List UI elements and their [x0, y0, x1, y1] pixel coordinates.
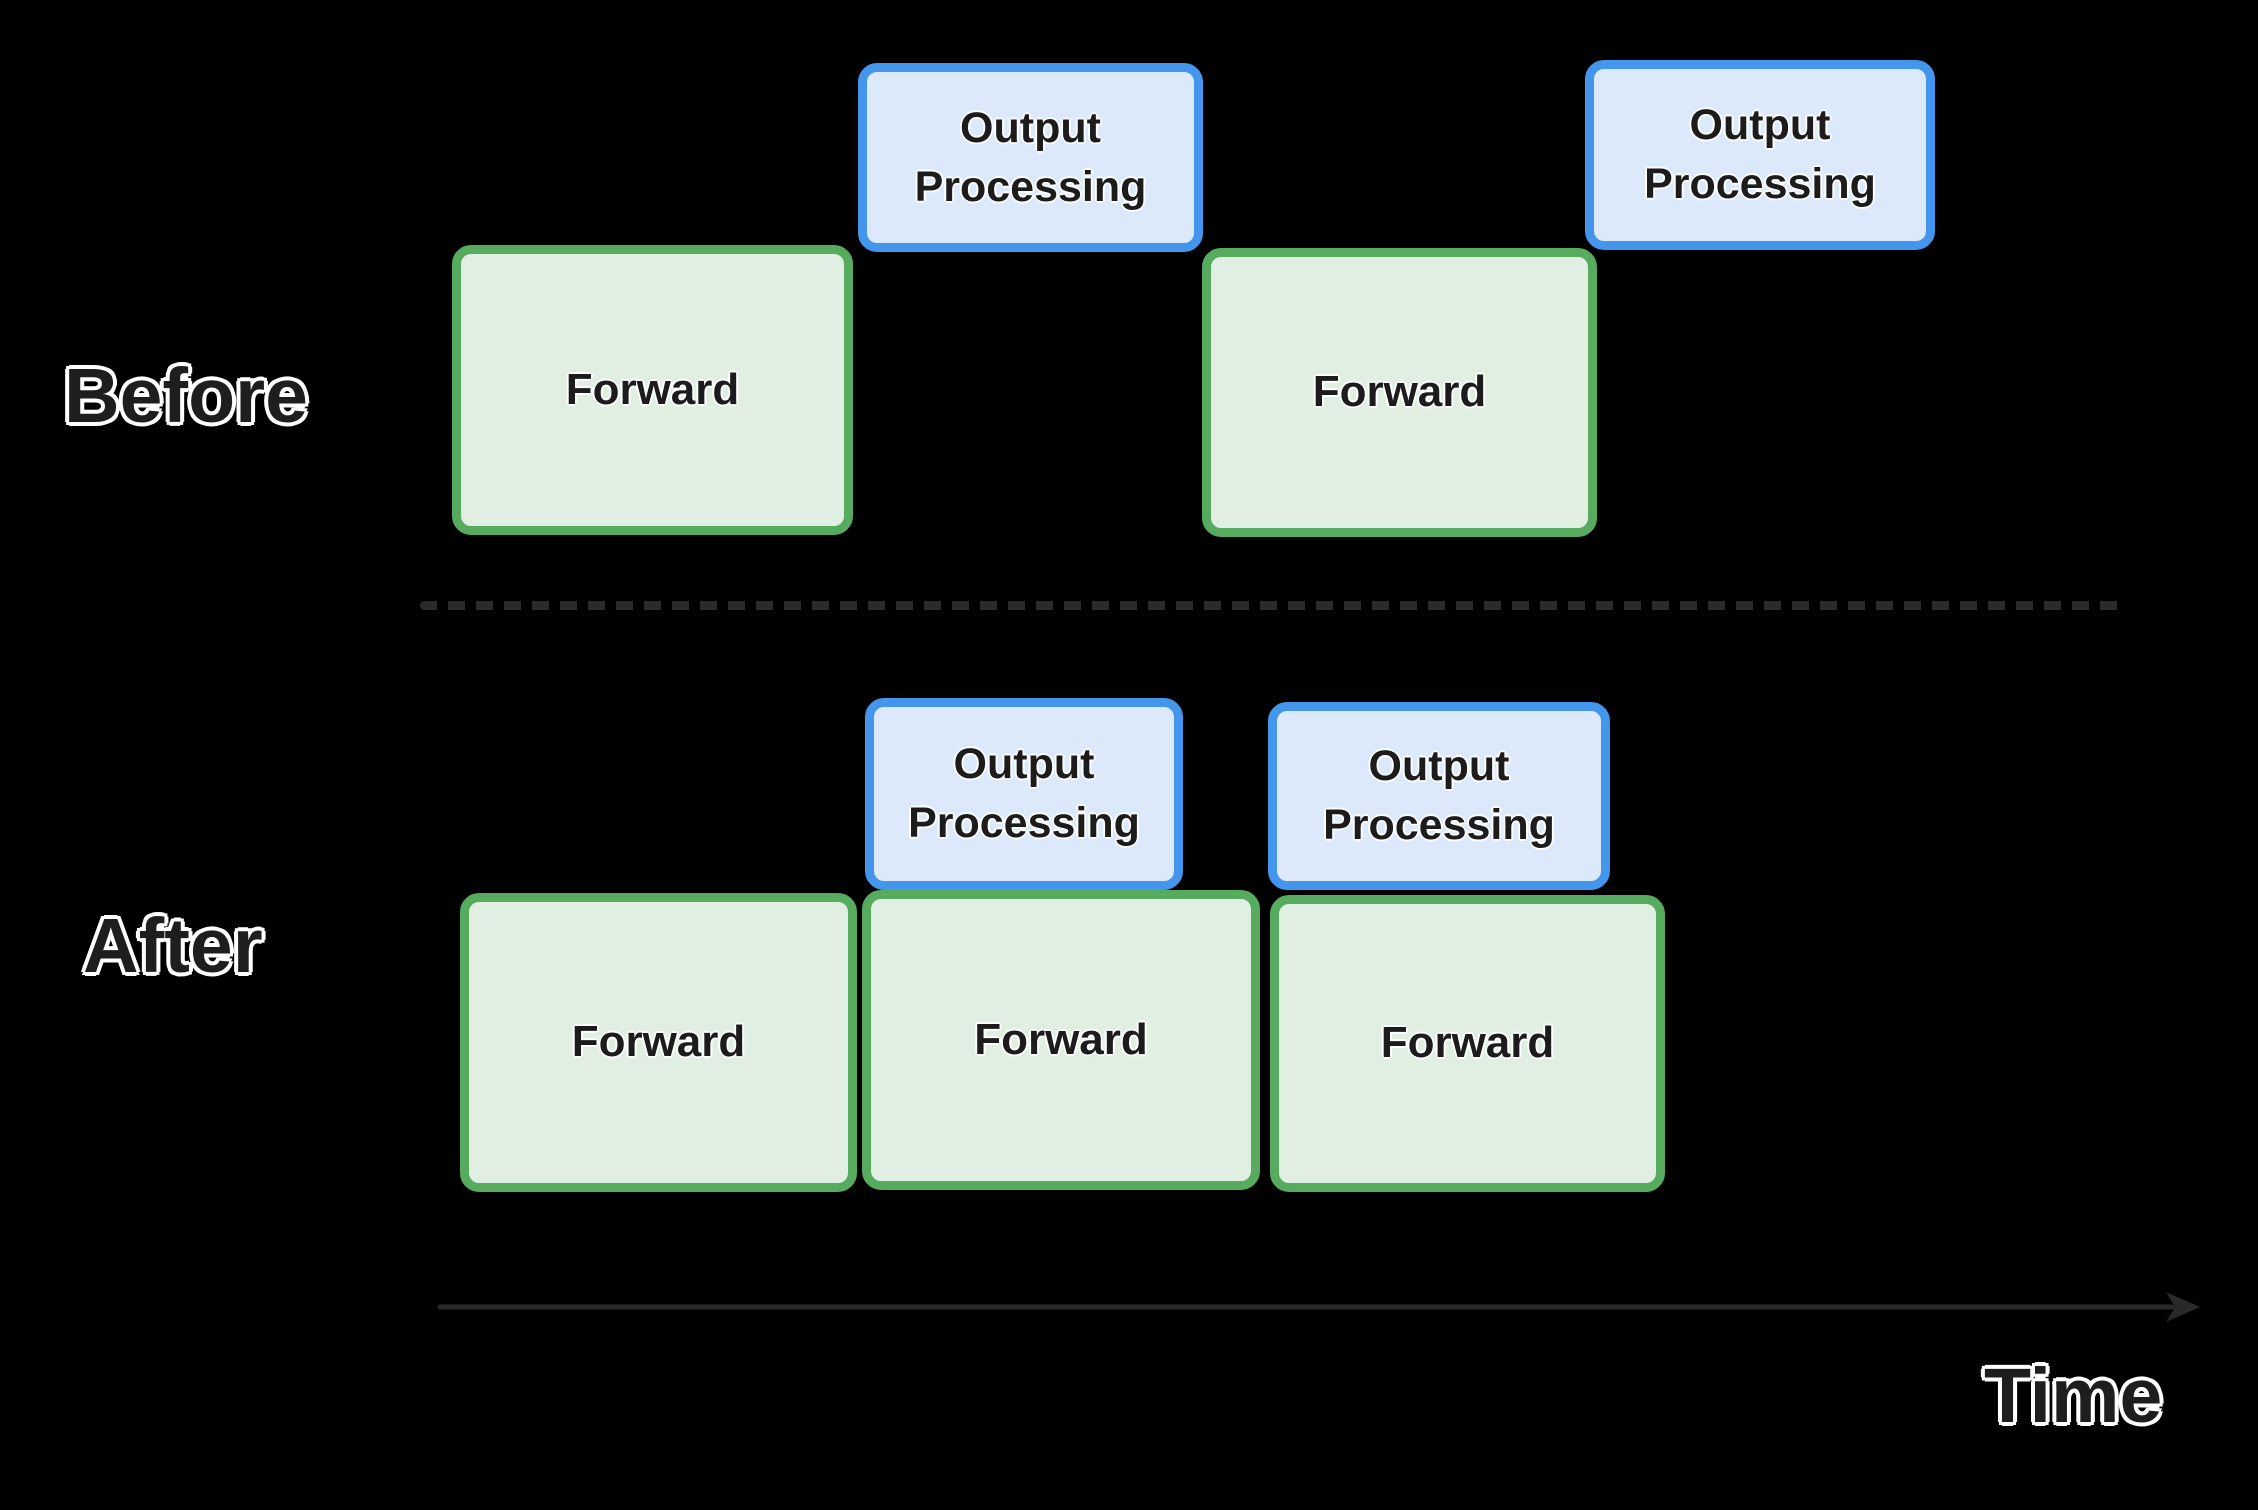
forward-block: Forward: [1202, 248, 1597, 537]
forward-block: Forward: [460, 893, 857, 1192]
forward-block: Forward: [1270, 895, 1665, 1192]
after-section-label: After: [83, 903, 263, 989]
output-processing-block: Output Processing: [1268, 702, 1610, 890]
forward-block: Forward: [452, 245, 853, 535]
time-axis-arrow: [437, 1292, 2200, 1322]
section-divider-dashed-line: [420, 601, 2125, 610]
time-axis-label: Time: [1984, 1353, 2163, 1439]
output-processing-block: Output Processing: [1585, 60, 1935, 250]
output-processing-block: Output Processing: [858, 63, 1203, 252]
before-section-label: Before: [64, 353, 308, 439]
output-processing-block: Output Processing: [865, 698, 1183, 890]
forward-block: Forward: [862, 890, 1260, 1190]
arrow-head-icon: [2166, 1292, 2200, 1322]
